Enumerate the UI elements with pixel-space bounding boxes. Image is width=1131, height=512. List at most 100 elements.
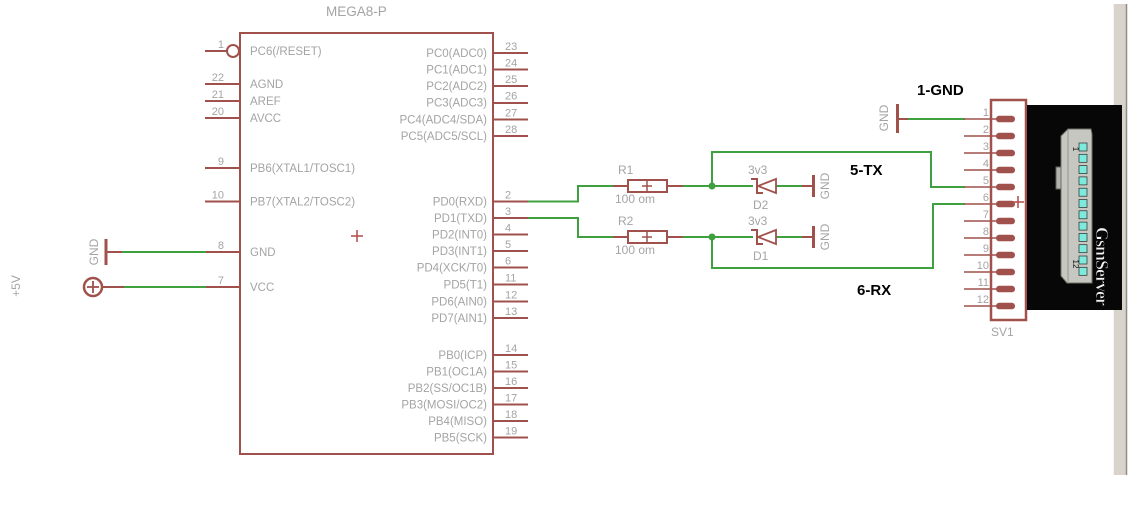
chip-body: [239, 32, 494, 455]
resistor-name: R2: [618, 214, 634, 228]
connector-pin-pads: [996, 115, 1015, 310]
resistor-origin-cross: [642, 181, 652, 191]
chip-left-pin-labels: PC6(/RESET) AGND AREF AVCC PB6(XTAL1/TOS…: [250, 46, 355, 294]
pin-number: 5: [505, 239, 511, 251]
pin-label: PD3(INT1): [432, 246, 487, 258]
resistor-value: 100 om: [615, 192, 655, 206]
pin-label: PD7(AIN1): [431, 313, 487, 325]
net-wires: [122, 118, 965, 288]
resistor-value: 100 om: [615, 243, 655, 257]
pin-label: AVCC: [250, 113, 281, 125]
chip-right-pin-stubs: [493, 52, 528, 439]
pin-label: PC6(/RESET): [250, 46, 322, 58]
pin-label: VCC: [250, 282, 274, 294]
diode-triangle: [755, 228, 777, 246]
pin-number: 18: [505, 409, 517, 421]
gnd-label: GND: [818, 172, 832, 199]
pin-label: PD4(XCK/T0): [417, 263, 487, 275]
pin-number: 17: [505, 393, 517, 405]
chip-mega8p: MEGA8-P 1 22 21 20 9 10 8 7: [205, 4, 528, 455]
chip-left-pin-numbers: 1 22 21 20 9 10 8 7: [212, 39, 224, 287]
photo-pin12-label: 12: [1071, 260, 1080, 269]
pin-number: 16: [505, 376, 517, 388]
pin-label: PB1(OC1A): [426, 367, 487, 379]
pin-number: 10: [977, 260, 989, 272]
pin-number: 1: [983, 107, 989, 119]
pin-number: 15: [505, 360, 517, 372]
pin-label: GND: [250, 247, 276, 259]
pin-label: PC0(ADC0): [426, 48, 487, 60]
pin-label: PD6(AIN0): [431, 297, 487, 309]
resistor-r2: R2 100 om: [613, 214, 683, 257]
junction-dot-tx: [708, 182, 716, 190]
pin-number: 22: [212, 72, 224, 84]
pin-number: 20: [212, 106, 224, 118]
pin-number: 14: [505, 343, 517, 355]
pin-number: 26: [505, 91, 517, 103]
pin-number: 4: [983, 158, 989, 170]
pin-label: PD5(T1): [444, 280, 488, 292]
chip-right-pin-numbers: 23 24 25 26 27 28 2 3 4 5 6 11 12 13 14 …: [505, 41, 517, 438]
connector-origin-cross: [1012, 196, 1024, 208]
net-label-5-tx: 5-TX: [850, 162, 883, 179]
pin-number: 5: [983, 175, 989, 187]
supply-5v-symbol: +5V: [9, 275, 124, 298]
pin-number: 19: [505, 426, 517, 438]
pin-number: 12: [977, 294, 989, 306]
pin-number: 11: [978, 277, 989, 289]
pin-number: 13: [505, 306, 517, 318]
pin-number: 1: [218, 39, 224, 51]
pin-label: PB7(XTAL2/TOSC2): [250, 197, 355, 209]
pin-number: 11: [505, 273, 516, 285]
wire-rx-net: [711, 203, 965, 269]
pin-number: 3: [983, 141, 989, 153]
pin-number: 9: [218, 156, 224, 168]
pin-label: PC3(ADC3): [426, 98, 487, 110]
diode-value: 3v3: [748, 214, 768, 228]
connector-photo: 1 12 GsmServer: [1027, 105, 1122, 310]
resistor-r1: R1 100 om: [613, 163, 683, 206]
pin-label: PD2(INT0): [432, 230, 487, 242]
diode-d2: 3v3 D2: [748, 163, 777, 212]
wire-tx-net: [711, 151, 965, 188]
pin-number: 2: [505, 190, 511, 202]
net-annotations: 1-GND 5-TX 6-RX: [850, 82, 964, 299]
diode-d1: 3v3 D1: [748, 214, 777, 263]
pin-number: 8: [218, 240, 224, 252]
pin-number: 25: [505, 74, 517, 86]
connector-pin-lines: [964, 118, 998, 307]
pin-number: 21: [212, 89, 224, 101]
pin-label: PB4(MISO): [428, 416, 487, 428]
diode-triangle: [755, 177, 777, 195]
pin-number: 12: [505, 290, 517, 302]
pin-label: PC2(ADC2): [426, 81, 487, 93]
connector-pin-numbers: 1 2 3 4 5 6 7 8 9 10 11 12: [977, 107, 989, 306]
pin-label: PC5(ADC5/SCL): [401, 131, 487, 143]
pin-label: PC1(ADC1): [426, 65, 487, 77]
pin-number: 27: [505, 108, 517, 120]
chip-title: MEGA8-P: [326, 4, 387, 19]
pin-number: 4: [505, 223, 511, 235]
pin-label: AREF: [250, 96, 281, 108]
gnd-symbol-d1: GND: [802, 223, 832, 250]
pin-number: 6: [505, 256, 511, 268]
resistor-origin-cross: [642, 232, 652, 242]
pin-label: PC4(ADC4/SDA): [399, 115, 487, 127]
pin-label: PB0(ICP): [438, 350, 487, 362]
pin-label: PD1(TXD): [434, 213, 487, 225]
supply-label: +5V: [9, 275, 23, 297]
diode-name: D2: [753, 198, 769, 212]
net-label-6-rx: 6-RX: [857, 282, 891, 299]
pin-label: PB3(MOSI/OC2): [401, 400, 487, 412]
resistor-name: R1: [618, 163, 634, 177]
pin-number: 8: [983, 226, 989, 238]
pin-label: PB2(SS/OC1B): [408, 383, 487, 395]
gnd-label: GND: [87, 238, 101, 265]
diode-value: 3v3: [748, 163, 768, 177]
reset-invert-bubble: [226, 44, 240, 58]
connector-body: [989, 98, 1028, 322]
pin-number: 23: [505, 41, 517, 53]
photo-contact-pads: [1078, 142, 1088, 276]
